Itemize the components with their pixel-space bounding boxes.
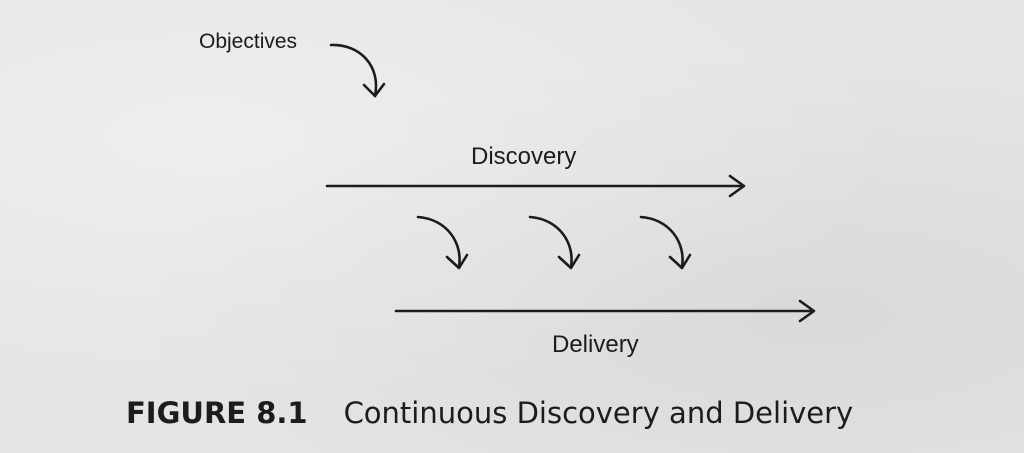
delivery-arrow xyxy=(394,299,816,323)
discovery-label: Discovery xyxy=(471,143,577,170)
handoff-arrow-1 xyxy=(416,215,469,270)
discovery-arrow xyxy=(325,174,746,198)
figure-number: FIGURE 8.1 xyxy=(126,396,308,430)
delivery-label: Delivery xyxy=(552,331,639,358)
objectives-curved-arrow xyxy=(329,43,386,98)
figure-caption: FIGURE 8.1 Continuous Discovery and Deliv… xyxy=(126,399,853,428)
figure-title: Continuous Discovery and Delivery xyxy=(343,396,854,430)
handoff-arrow-3 xyxy=(639,215,692,270)
handoff-arrow-2 xyxy=(528,215,581,270)
objectives-label: Objectives xyxy=(199,30,298,53)
